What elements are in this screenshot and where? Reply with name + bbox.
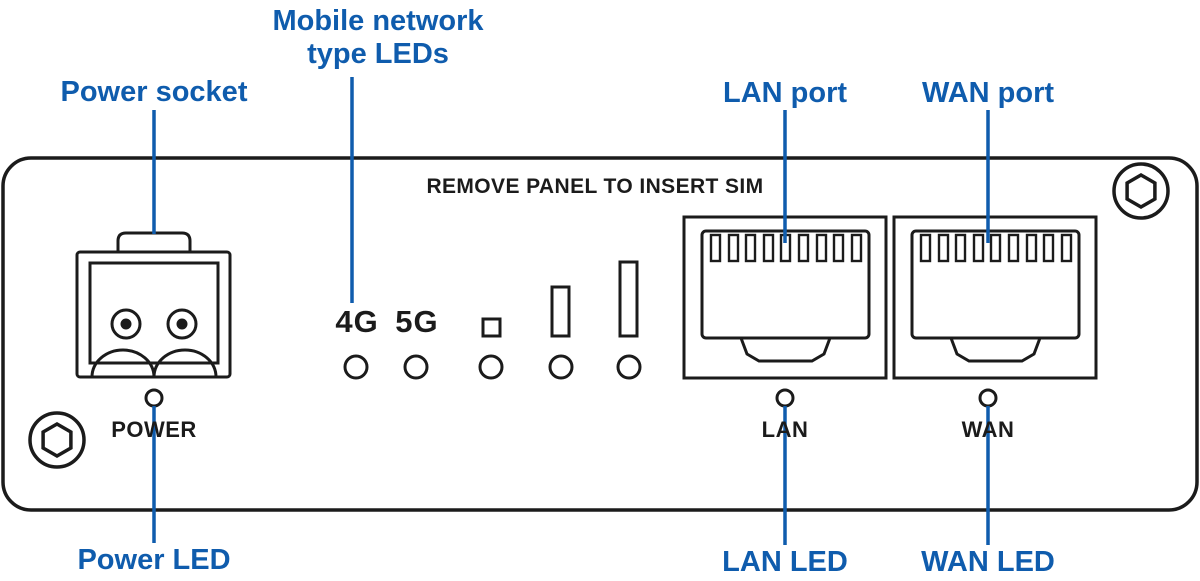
led-4g [343, 354, 369, 380]
power-text: POWER [111, 417, 197, 442]
power-socket-scallop-left [90, 348, 156, 378]
power-socket-scallop-right [152, 348, 218, 378]
wan-port-pins [919, 233, 1073, 263]
signal-strength-bars-icon [481, 260, 639, 338]
lan-port-latch [739, 337, 832, 363]
screw-top-right [1112, 162, 1170, 220]
led-signal-2 [548, 354, 574, 380]
signal-bar-medium [550, 285, 571, 338]
wan-port-bay [892, 215, 1098, 380]
power-socket-pin-left-dot [120, 318, 132, 330]
signal-strength-leds [478, 354, 642, 380]
callout-lan-port: LAN port [722, 77, 848, 109]
wan-port-jack [910, 229, 1081, 340]
power-socket-tab [116, 231, 192, 253]
lan-text: LAN [761, 417, 809, 442]
power-socket-pin-left [110, 308, 142, 340]
power-socket-inner [88, 261, 220, 365]
screw-hex-icon [41, 421, 73, 459]
power-led [144, 388, 164, 408]
sim-notice-text: REMOVE PANEL TO INSERT SIM [426, 175, 764, 198]
led-5g [403, 354, 429, 380]
screw-bottom-left [28, 411, 86, 469]
device-faceplate-outline [1, 156, 1199, 512]
led-signal-3 [616, 354, 642, 380]
power-socket-pin-right-dot [176, 318, 188, 330]
callout-power-socket: Power socket [60, 76, 248, 108]
screw-hex-icon [1125, 172, 1157, 210]
callout-leader-lines [152, 77, 990, 545]
led-signal-1 [478, 354, 504, 380]
signal-bar-tall [618, 260, 639, 338]
wan-port [892, 215, 1098, 380]
network-type-text: 4G 5G [335, 304, 439, 339]
callout-power-led: Power LED [77, 544, 231, 576]
mobile-network-type-leds [343, 354, 429, 380]
screw-ring [28, 411, 86, 469]
signal-bar-small [481, 317, 502, 338]
power-socket [75, 231, 232, 379]
wan-led [978, 388, 998, 408]
wan-port-latch [949, 337, 1042, 363]
callout-wan-port: WAN port [921, 77, 1055, 109]
lan-port-pins [709, 233, 863, 263]
power-socket-pin-right [166, 308, 198, 340]
callout-wan-led: WAN LED [921, 546, 1055, 578]
lan-led [775, 388, 795, 408]
callout-mobile-network-leds: Mobile network type LEDs [272, 5, 484, 70]
wan-text: WAN [961, 417, 1015, 442]
screw-ring [1112, 162, 1170, 220]
callout-lan-led: LAN LED [722, 546, 848, 578]
